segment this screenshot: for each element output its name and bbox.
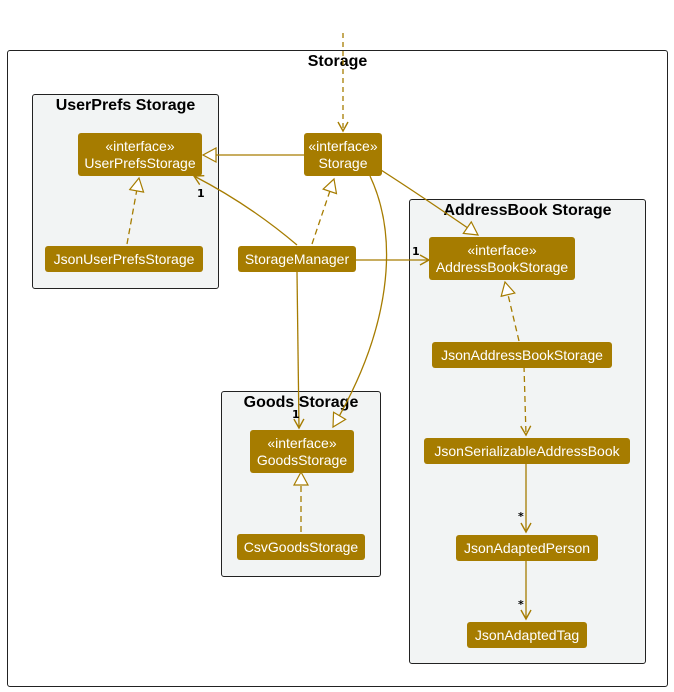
goods-storage-interface[interactable]: «interface» GoodsStorage bbox=[250, 430, 354, 473]
storage-manager-class[interactable]: StorageManager bbox=[238, 246, 356, 272]
multiplicity-person: * bbox=[518, 510, 524, 523]
addressbook-storage-interface[interactable]: «interface» AddressBookStorage bbox=[429, 237, 575, 280]
json-adapted-person-class[interactable]: JsonAdaptedPerson bbox=[456, 535, 598, 561]
manager-uses-goods bbox=[293, 271, 305, 430]
json-adapted-tag-class[interactable]: JsonAdaptedTag bbox=[467, 622, 587, 648]
goods-storage-stereotype: «interface» bbox=[267, 434, 337, 451]
json-serializable-addressbook-name: JsonSerializableAddressBook bbox=[434, 442, 620, 459]
json-adapted-tag-name: JsonAdaptedTag bbox=[474, 626, 580, 643]
multiplicity-addressbook: 1 bbox=[412, 245, 420, 258]
multiplicity-goods: 1 bbox=[292, 408, 300, 421]
storage-stereotype: «interface» bbox=[308, 137, 378, 154]
goods-storage-name: GoodsStorage bbox=[256, 451, 348, 468]
multiplicity-tag: * bbox=[518, 598, 524, 611]
multiplicity-userprefs: 1 bbox=[197, 187, 205, 200]
json-userprefs-storage-name: JsonUserPrefsStorage bbox=[53, 250, 195, 267]
jsonaddressbook-implements bbox=[500, 280, 520, 342]
userprefs-storage-name: UserPrefsStorage bbox=[84, 154, 196, 171]
userprefs-storage-package-title: UserPrefs Storage bbox=[55, 97, 196, 114]
addressbook-storage-package-title: AddressBook Storage bbox=[443, 202, 612, 219]
json-userprefs-storage-class[interactable]: JsonUserPrefsStorage bbox=[45, 246, 203, 272]
userprefs-storage-stereotype: «interface» bbox=[105, 137, 175, 154]
storage-package-title: Storage bbox=[307, 53, 368, 70]
manager-uses-userprefs bbox=[192, 175, 298, 246]
userprefs-storage-interface[interactable]: «interface» UserPrefsStorage bbox=[78, 133, 202, 176]
storage-name: Storage bbox=[318, 154, 368, 171]
json-adapted-person-name: JsonAdaptedPerson bbox=[463, 539, 591, 556]
manager-implements-storage bbox=[311, 177, 338, 245]
csv-goods-storage-name: CsvGoodsStorage bbox=[243, 538, 359, 555]
jsonuserprefs-implements bbox=[126, 176, 145, 245]
addressbook-storage-stereotype: «interface» bbox=[467, 241, 537, 258]
storage-extends-addressbook bbox=[380, 169, 480, 236]
jsonaddressbook-uses-serializable bbox=[520, 365, 532, 437]
csv-goods-storage-class[interactable]: CsvGoodsStorage bbox=[237, 534, 365, 560]
json-addressbook-storage-name: JsonAddressBookStorage bbox=[441, 346, 603, 363]
storage-interface[interactable]: «interface» Storage bbox=[304, 133, 382, 176]
addressbook-storage-name: AddressBookStorage bbox=[435, 258, 569, 275]
storage-manager-name: StorageManager bbox=[244, 250, 350, 267]
json-addressbook-storage-class[interactable]: JsonAddressBookStorage bbox=[432, 342, 612, 368]
goods-storage-package-title: Goods Storage bbox=[243, 394, 359, 411]
storage-extends-goods bbox=[332, 175, 388, 429]
json-serializable-addressbook-class[interactable]: JsonSerializableAddressBook bbox=[424, 438, 630, 464]
